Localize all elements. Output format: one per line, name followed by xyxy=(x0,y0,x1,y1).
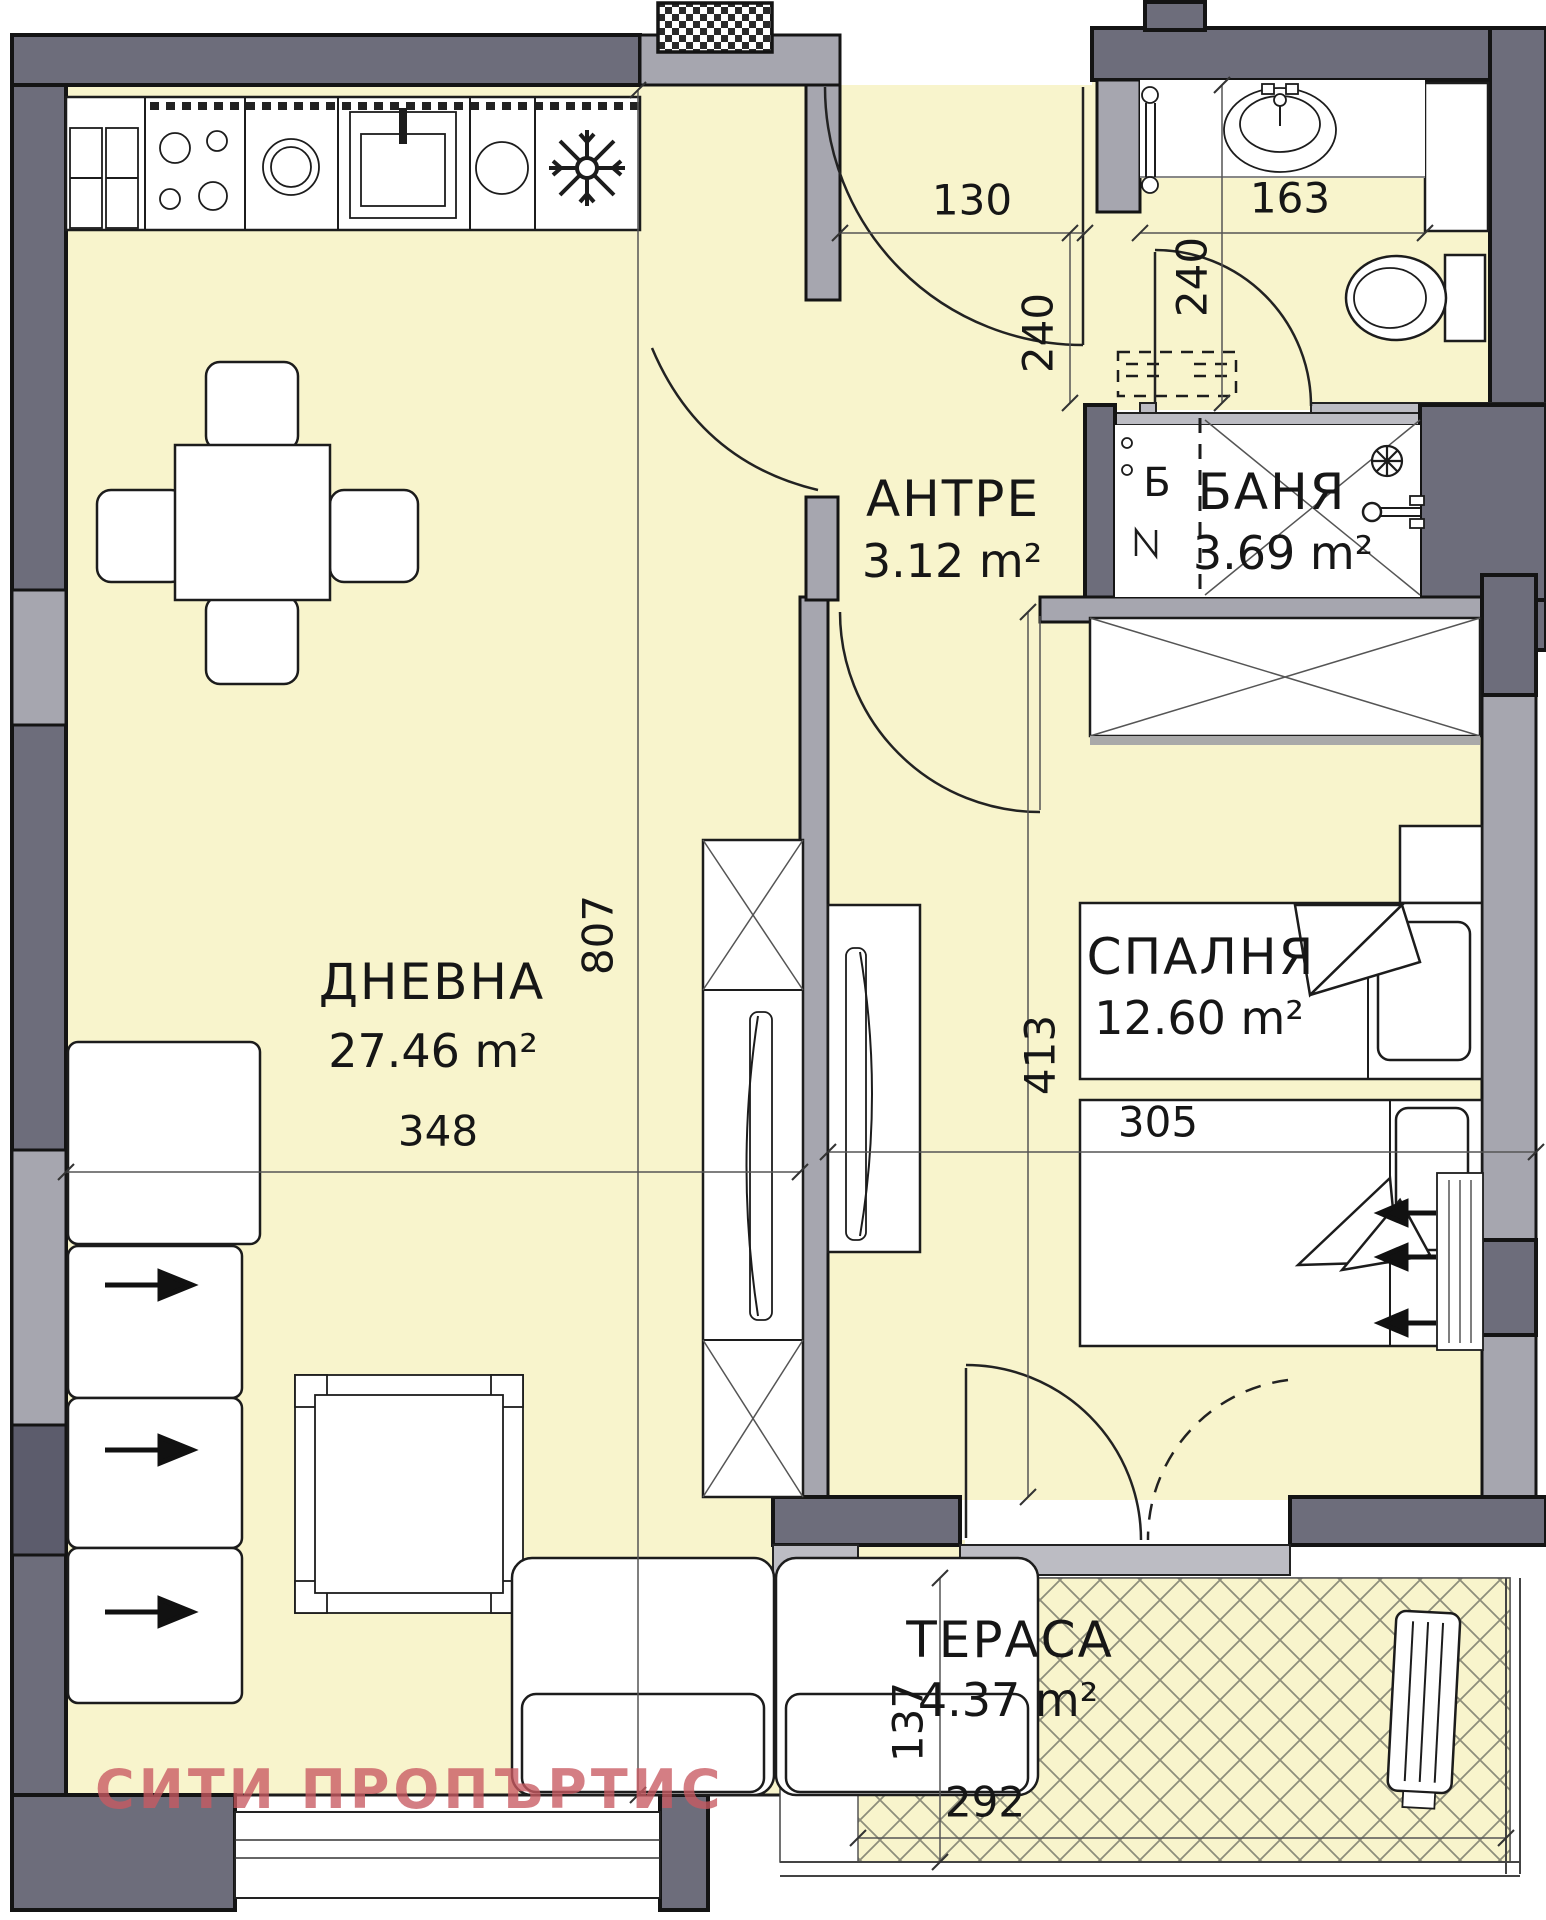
washing-machine xyxy=(262,138,320,196)
doors xyxy=(650,86,1313,1541)
cooktop-pot xyxy=(475,141,529,195)
dim-entry-width: 130 xyxy=(931,175,1013,225)
bottom-left-corner xyxy=(10,1793,237,1912)
terrace-name: ТЕРАСА xyxy=(906,1611,1114,1669)
entry-radiator xyxy=(1141,86,1159,194)
entry-door-arc xyxy=(823,86,1084,347)
sofa xyxy=(510,1556,1040,1797)
boiler-symbol xyxy=(1134,526,1158,560)
top-right-wall xyxy=(1090,26,1546,82)
hook-icon xyxy=(1121,437,1133,449)
dim-wc-height: 240 xyxy=(1167,236,1217,318)
corner-sofa xyxy=(66,1040,262,1705)
hall-name: АНТРЕ xyxy=(865,470,1041,528)
terrace-door-arc-dashed xyxy=(1146,1378,1289,1541)
shower-faucet xyxy=(1361,495,1425,529)
living-room-name: ДНЕВНА xyxy=(318,953,546,1011)
bath-tag: Б xyxy=(1143,460,1171,506)
living-room-area: 27.46 m² xyxy=(328,1024,538,1078)
coffee-table xyxy=(294,1374,524,1614)
entry-left-jamb xyxy=(804,83,842,302)
hall-area: 3.12 m² xyxy=(861,534,1043,588)
wc-door-arc xyxy=(1154,248,1313,407)
hall-wall-stub xyxy=(804,495,840,602)
wardrobe xyxy=(1088,616,1482,745)
kitchen xyxy=(64,95,642,232)
dimension-lines xyxy=(57,76,1545,1871)
bedroom-area: 12.60 m² xyxy=(1094,991,1304,1045)
washbasin xyxy=(1223,83,1337,173)
sofa-bed-arrows xyxy=(105,1268,199,1629)
terrace-parapet xyxy=(780,1578,1521,1877)
bath-area: 3.69 m² xyxy=(1192,526,1374,580)
dim-basin-width: 163 xyxy=(1249,173,1331,223)
left-wall-window xyxy=(10,588,68,727)
fridge-snowflake-icon xyxy=(549,130,625,206)
bedroom-right-wall-pier xyxy=(1480,573,1538,697)
top-wall xyxy=(10,33,642,87)
hook-icon xyxy=(1121,464,1133,476)
bedroom-radiator xyxy=(1373,1172,1484,1351)
dim-terrace-depth: 137 xyxy=(883,1681,933,1763)
terrace-wall-right xyxy=(1288,1495,1546,1547)
toilet xyxy=(1344,253,1487,343)
shaft-hatch xyxy=(656,1,774,54)
bed-1 xyxy=(1078,901,1484,1081)
dim-terrace-width: 292 xyxy=(944,1777,1026,1827)
hall-floor xyxy=(800,85,1092,605)
terrace-door-arc xyxy=(965,1363,1143,1541)
south-window xyxy=(234,1811,661,1899)
bathroom xyxy=(1115,350,1425,597)
bath-right-wall xyxy=(1418,403,1546,602)
dining-table xyxy=(95,360,420,686)
faucet-icon xyxy=(399,108,407,144)
terrace-wall-left xyxy=(771,1495,962,1547)
bedroom-right-wall-pier-2 xyxy=(1480,1238,1538,1337)
terrace-radiator xyxy=(1386,1609,1462,1810)
left-wall-window-2 xyxy=(10,1148,68,1427)
dimension-ticks xyxy=(57,76,1545,1871)
wardrobe-shadow xyxy=(1090,736,1480,745)
entry-right-jamb xyxy=(1095,78,1142,214)
dim-bed-length: 305 xyxy=(1117,1097,1199,1147)
nightstand xyxy=(1398,824,1484,905)
bedroom-door-arc xyxy=(838,611,1041,814)
furniture xyxy=(66,360,1484,1810)
bed-2 xyxy=(1078,1098,1484,1348)
bath-top-wall xyxy=(1114,412,1421,426)
tv-living xyxy=(749,1011,773,1321)
stove-burners xyxy=(159,130,228,211)
dim-hall-height: 240 xyxy=(1013,292,1063,374)
kitchen-door-arc xyxy=(650,347,819,492)
dim-living-height: 807 xyxy=(573,894,623,976)
shower-head-icon xyxy=(1370,444,1404,478)
top-notch-pier xyxy=(1143,0,1207,32)
bedroom-name: СПАЛНЯ xyxy=(1086,928,1316,986)
tv-cabinet-living xyxy=(701,838,805,1499)
left-wall-pier xyxy=(10,1423,68,1557)
dim-living-width: 348 xyxy=(397,1106,479,1156)
watermark: СИТИ ПРОПЪРТИС xyxy=(95,1758,725,1821)
tv-bedroom xyxy=(845,947,867,1241)
tv-unit-bedroom xyxy=(826,903,922,1254)
terrace-area: 4.37 m² xyxy=(917,1673,1099,1727)
wc xyxy=(1140,80,1487,343)
dim-bedroom-height: 413 xyxy=(1015,1014,1065,1096)
bedroom-right-wall xyxy=(1480,648,1538,1499)
wc-cabinet xyxy=(1423,81,1490,233)
kitchen-sink xyxy=(349,108,457,219)
radiator-arrows xyxy=(1373,1198,1436,1338)
bath-left-wall xyxy=(1083,403,1117,602)
bath-name: БАНЯ xyxy=(1197,463,1347,521)
